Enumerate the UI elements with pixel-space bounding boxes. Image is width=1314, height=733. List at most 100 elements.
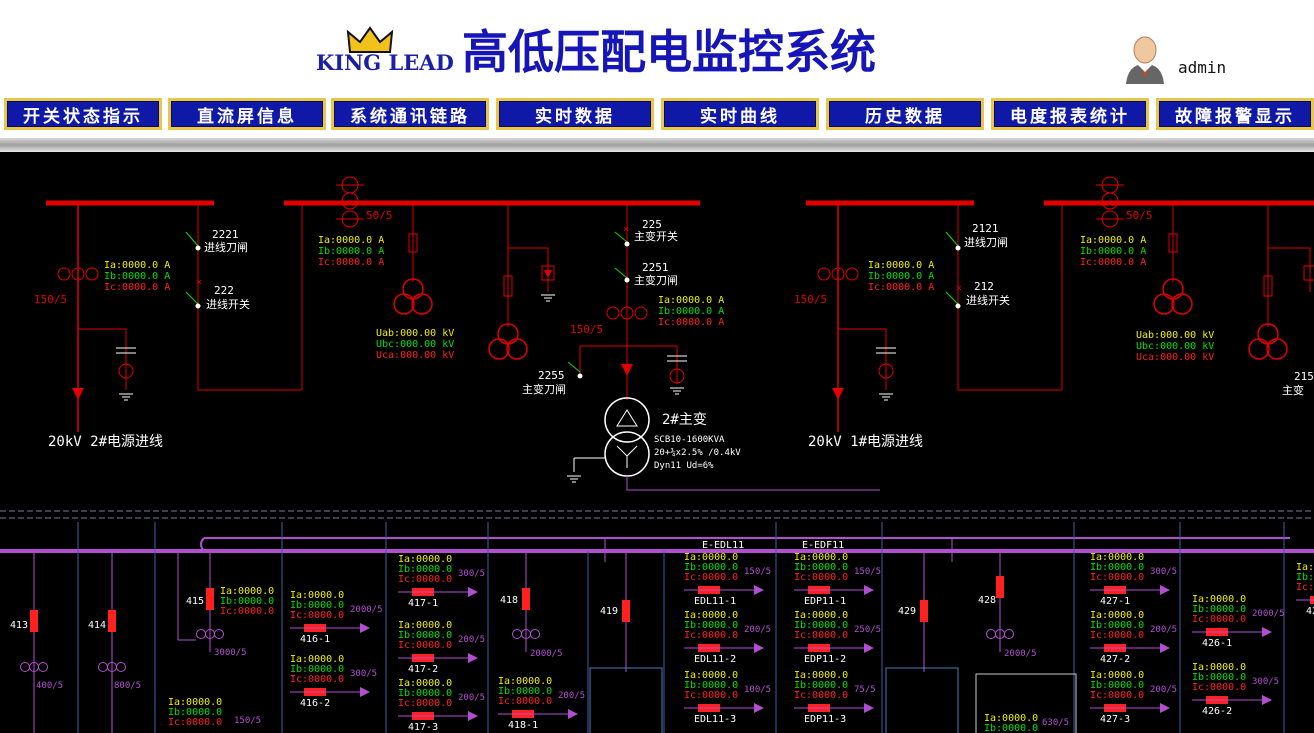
ic-readout: Ic:0000.0 <box>794 572 848 583</box>
bus-label: E-EDF11 <box>802 540 844 551</box>
arrow-icon <box>360 687 370 697</box>
feeder-id: 428 <box>978 595 996 606</box>
user-avatar-icon[interactable] <box>1122 34 1168 84</box>
nav-fault-alarm[interactable]: 故障报警显示 <box>1156 98 1314 130</box>
arrow-icon <box>1262 627 1272 637</box>
ct-ratio: 50/5 <box>366 209 393 222</box>
ic-readout: Ic:0000.0 <box>684 690 738 701</box>
arrow-icon <box>864 703 874 713</box>
ic-readout: Ic:0000.0 A <box>658 317 724 328</box>
ia-readout: Ia:0000.0 <box>290 590 344 601</box>
nav-realtime-data[interactable]: 实时数据 <box>496 98 654 130</box>
ib-readout: Ib:0000.0 <box>398 564 452 575</box>
page-title: 高低压配电监控系统 <box>462 25 876 79</box>
lv-feeders <box>20 538 1014 733</box>
ia-readout: Ia:0000.0 <box>498 676 552 687</box>
branch-id: 418-1 <box>508 720 538 731</box>
ia-readout: Ia:0000.0 A <box>104 260 170 271</box>
feeder-id: 418 <box>500 595 518 606</box>
ib-readout: Ib:0000.0 <box>684 562 738 573</box>
lv-branches: Ia:0000.0Ib:0000.0Ic:0000.0416-12000/5Ia… <box>290 552 1314 733</box>
arrow-icon <box>864 643 874 653</box>
ic-readout: Ic:0000.0 <box>290 610 344 621</box>
ia-readout: Ia:0000.0 <box>984 713 1038 724</box>
ct-ratio: 150/5 <box>794 293 827 306</box>
ib-readout: Ib:0000.0 A <box>1080 246 1146 257</box>
ib-readout: Ib:0000.0 <box>794 680 848 691</box>
ct-ratio: 200/5 <box>1150 685 1177 695</box>
ib-readout: Ib:0000.0 <box>794 562 848 573</box>
ib-readout: Ib:0000.0 <box>398 688 452 699</box>
ct-ratio: 2000/5 <box>350 605 383 615</box>
ib-readout: Ib:0000.0 <box>1192 672 1246 683</box>
uca-readout: Uca:000.00 kV <box>376 350 454 361</box>
ia-readout: Ia:0000.0 <box>398 678 452 689</box>
switch-id: 2251 <box>642 261 669 274</box>
ct-ratio: 150/5 <box>744 567 771 577</box>
ia-readout: Ia:0000.0 <box>684 610 738 621</box>
nav-switch-status[interactable]: 开关状态指示 <box>4 98 162 130</box>
ia-readout: Ia:0000.0 <box>290 654 344 665</box>
ia-readout: Ia:0000.0 <box>220 586 274 597</box>
ct-ratio: 630/5 <box>1042 718 1069 728</box>
logo-text: KING LEAD <box>316 50 454 75</box>
ic-readout: Ic:0000.0 <box>684 630 738 641</box>
nav-energy-report[interactable]: 电度报表统计 <box>991 98 1149 130</box>
main-transformer-2: × <box>566 203 880 491</box>
ia-readout: Ia:0000.0 <box>794 670 848 681</box>
ubc-readout: Ubc:000.00 kV <box>1136 341 1214 352</box>
arrow-icon <box>360 623 370 633</box>
switch-label: 进线开关 <box>966 293 1010 307</box>
nav-dc-screen[interactable]: 直流屏信息 <box>168 98 326 130</box>
ia-readout: Ia:0000.0 <box>168 697 222 708</box>
ic-readout: Ic:0000.0 <box>220 606 274 617</box>
ic-readout: Ic:0000.0 <box>1090 572 1144 583</box>
nav-history-data[interactable]: 历史数据 <box>826 98 984 130</box>
branch-id: 426-1 <box>1202 638 1232 649</box>
nav-comm-links[interactable]: 系统通讯链路 <box>331 98 489 130</box>
feeder-id: 419 <box>600 606 618 617</box>
ic-readout: Ic:0000.0 <box>794 630 848 641</box>
branch-id: EDP11-3 <box>804 714 846 725</box>
feeder-id: 415 <box>186 596 204 607</box>
ct-ratio: 200/5 <box>1150 625 1177 635</box>
switch-id: 222 <box>214 284 234 297</box>
ib-readout: Ib:0000.0 <box>290 600 344 611</box>
branch-id: 417-2 <box>408 664 438 675</box>
ib-readout: Ib:0000.0 <box>684 620 738 631</box>
uab-readout: Uab:000.00 kV <box>376 328 454 339</box>
switch-id: 2221 <box>212 228 239 241</box>
arrow-icon <box>468 587 478 597</box>
branch-id: EDP11-2 <box>804 654 846 665</box>
hv-left-section: × <box>46 200 303 432</box>
ct-ratio: 150/5 <box>854 567 881 577</box>
lv-bus-section <box>0 510 1314 733</box>
one-line-diagram: × 150/5 Ia:0000.0 A Ib:0000.0 A Ic:0000.… <box>0 152 1314 733</box>
incoming-line-label: 20kV 2#电源进线 <box>48 434 163 450</box>
ct-ratio: 200/5 <box>558 691 585 701</box>
ia-readout: Ia:0000.0 <box>684 670 738 681</box>
nav-realtime-curve[interactable]: 实时曲线 <box>661 98 819 130</box>
arrow-icon <box>468 653 478 663</box>
arrow-icon <box>1160 643 1170 653</box>
ia-readout: Ia:0000.0 <box>1090 552 1144 563</box>
ib-readout: Ib:0000.0 A <box>318 246 384 257</box>
ic-readout: Ic:0000.0 A <box>868 282 934 293</box>
ib-readout: Ib:0000.0 <box>1192 604 1246 615</box>
ct-ratio: 200/5 <box>458 693 485 703</box>
ia-readout: Ia:0000.0 A <box>318 235 384 246</box>
switch-label: 进线刀闸 <box>964 235 1008 249</box>
ct-ratio: 200/5 <box>458 635 485 645</box>
ic-readout: Ic:0000.0 A <box>104 282 170 293</box>
ia-readout: Ia:0000.0 A <box>1080 235 1146 246</box>
ia-readout: Ia:0000.0 <box>398 554 452 565</box>
switch-id: 212 <box>974 280 994 293</box>
arrow-icon <box>1160 585 1170 595</box>
ct-ratio: 150/5 <box>570 323 603 336</box>
uab-readout: Uab:000.00 kV <box>1136 330 1214 341</box>
switch-label: 进线开关 <box>206 297 250 311</box>
arrow-icon <box>1262 695 1272 705</box>
hv-right-section: × <box>806 176 1314 432</box>
ib-readout: Ib:0000.0 A <box>868 271 934 282</box>
ic-readout: Ic:0000.0 <box>498 696 552 707</box>
